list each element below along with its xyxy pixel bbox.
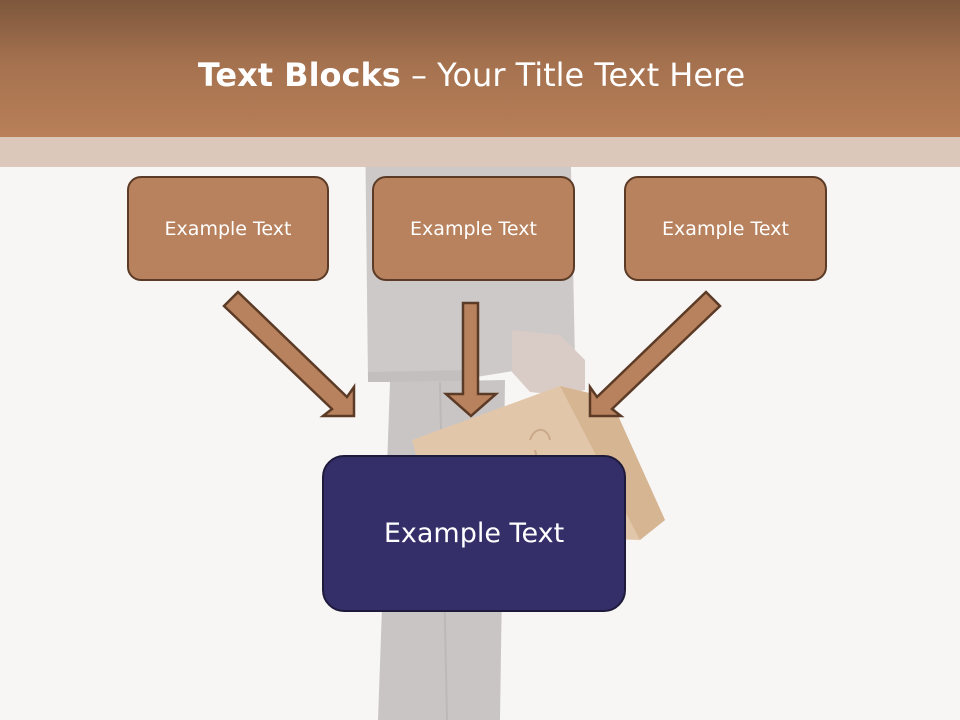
arrow-left-icon	[222, 290, 356, 418]
slide-title: Text Blocks – Your Title Text Here	[0, 52, 943, 98]
text-box-left-label: Example Text	[164, 217, 292, 240]
text-box-center[interactable]: Example Text	[372, 176, 575, 281]
main-text-box[interactable]: Example Text	[322, 455, 626, 612]
text-box-left[interactable]: Example Text	[127, 176, 329, 281]
title-rest-part: – Your Title Text Here	[400, 56, 746, 94]
arrow-right-icon	[588, 290, 722, 418]
text-box-right[interactable]: Example Text	[624, 176, 827, 281]
title-bar	[0, 0, 960, 137]
text-box-right-label: Example Text	[662, 217, 789, 240]
arrow-center-icon	[442, 301, 500, 418]
title-bold-part: Text Blocks	[197, 56, 401, 94]
main-text-box-label: Example Text	[383, 518, 565, 549]
title-sub-band	[0, 137, 960, 167]
text-box-center-label: Example Text	[410, 217, 537, 240]
